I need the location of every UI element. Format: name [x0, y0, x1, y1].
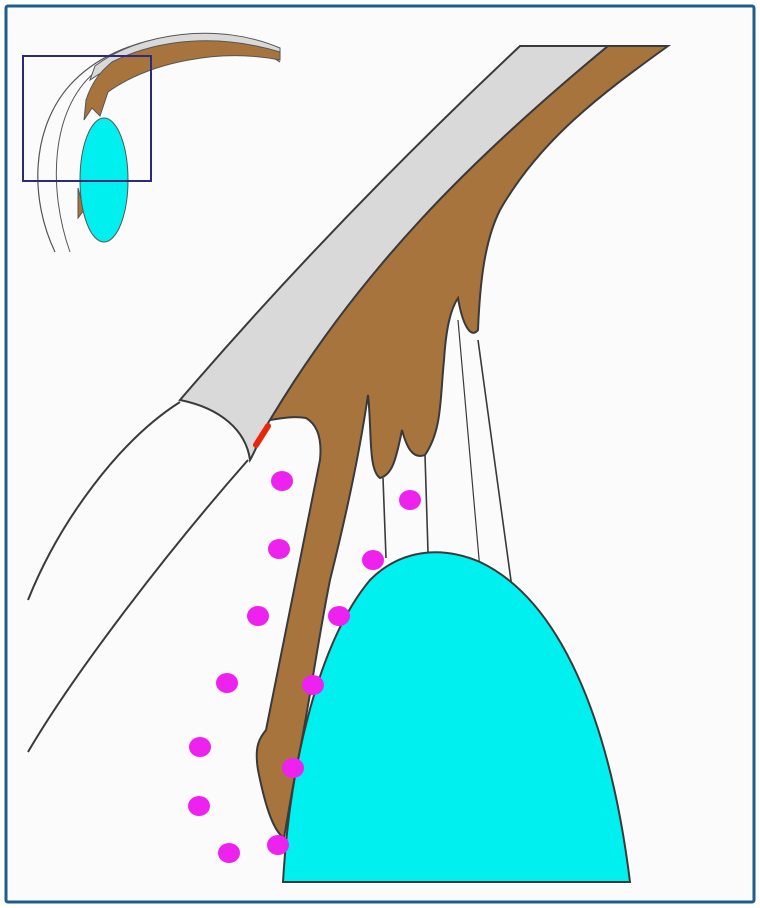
flow-dot: [189, 737, 211, 757]
flow-dot: [282, 758, 304, 778]
flow-dot: [362, 550, 384, 570]
flow-dot: [218, 843, 240, 863]
flow-dot: [268, 539, 290, 559]
flow-dot: [188, 796, 210, 816]
flow-dot: [271, 471, 293, 491]
flow-dot: [216, 673, 238, 693]
flow-dot: [328, 606, 350, 626]
flow-dot: [267, 835, 289, 855]
flow-dot: [399, 490, 421, 510]
flow-dot: [247, 606, 269, 626]
flow-dot: [302, 675, 324, 695]
